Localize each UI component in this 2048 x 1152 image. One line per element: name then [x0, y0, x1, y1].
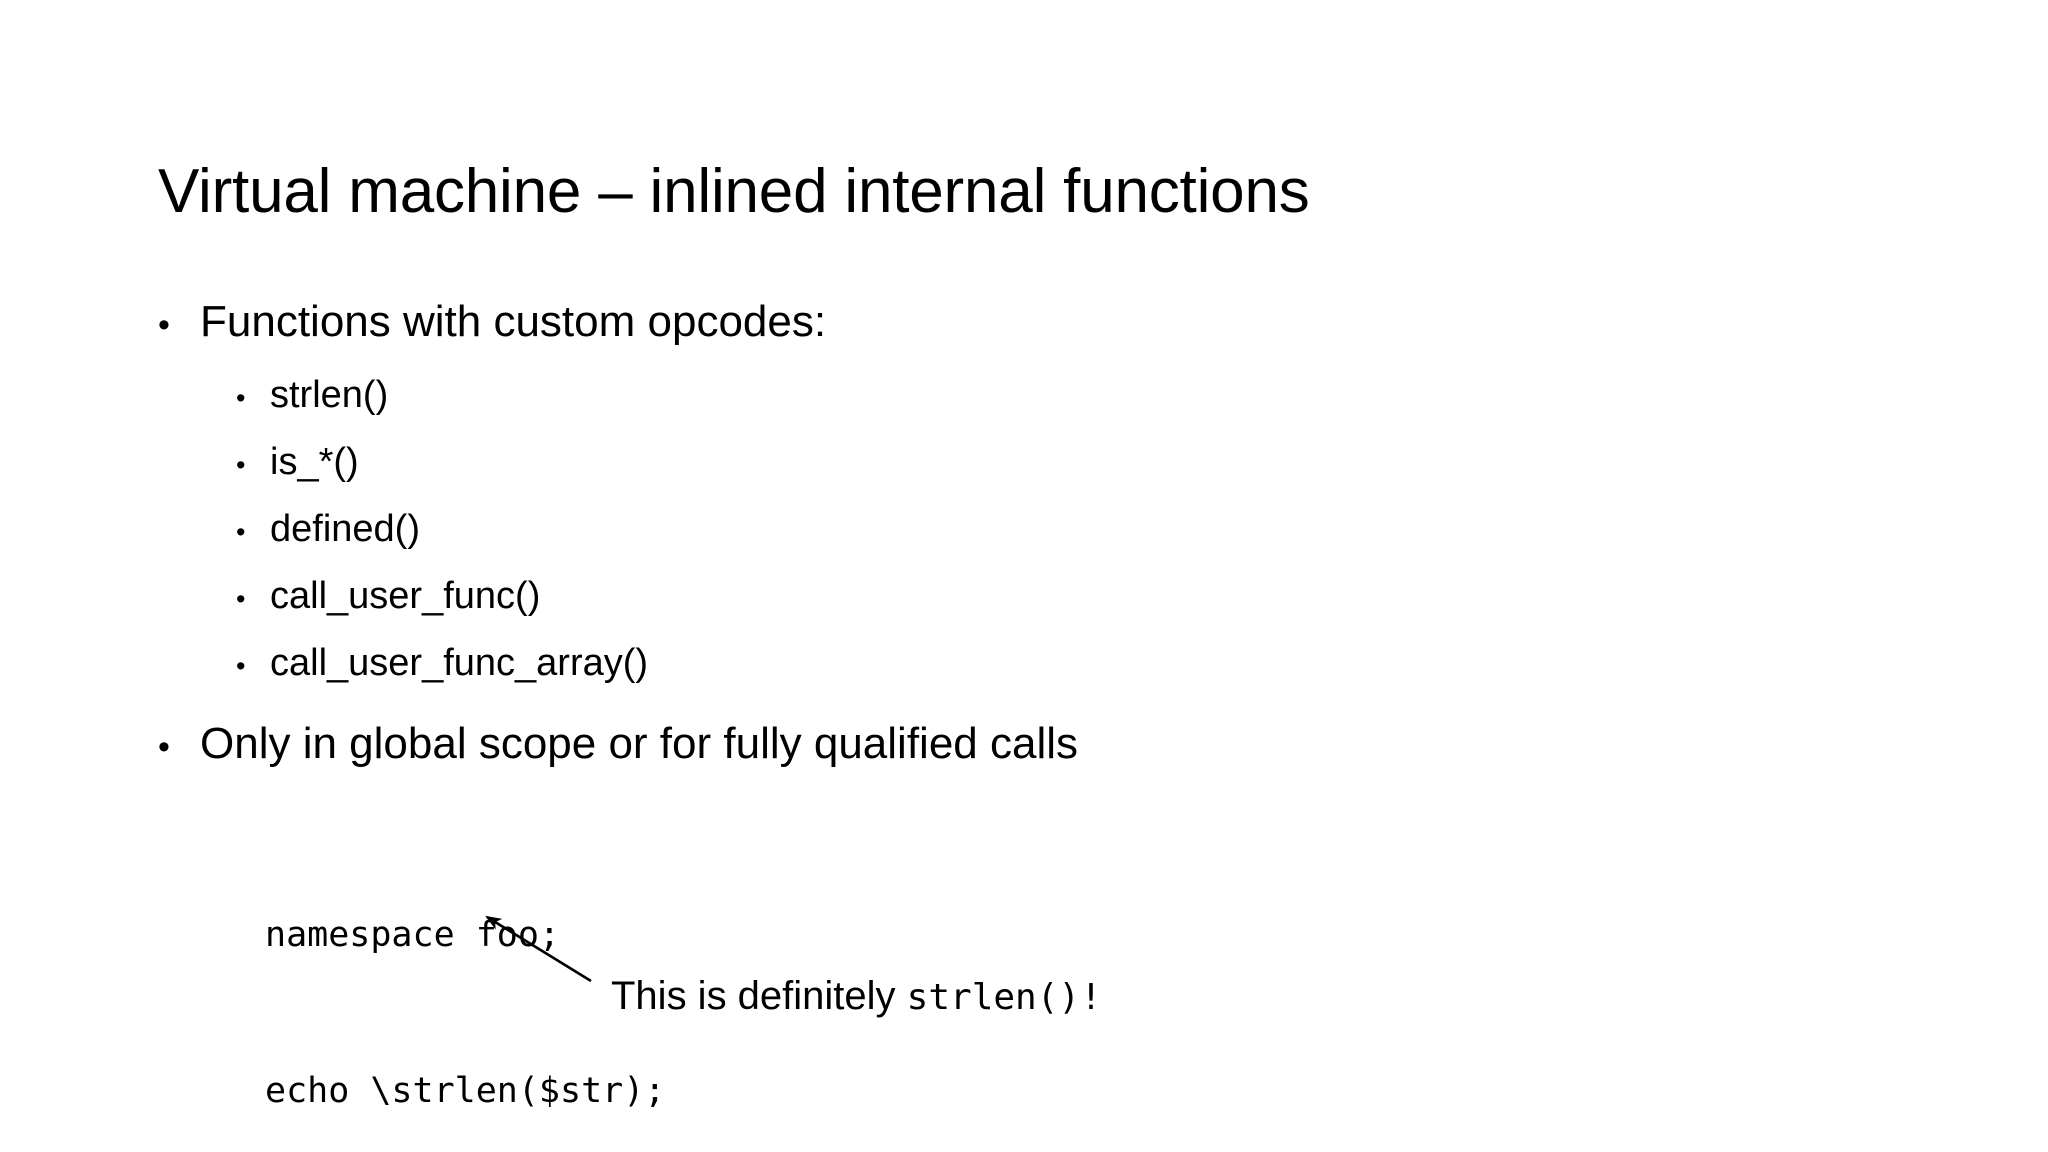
bullet-glyph-icon: • — [236, 651, 246, 681]
bullet-label: defined() — [270, 508, 420, 550]
bullet-glyph-icon: • — [236, 383, 246, 413]
bullet-item-level2: • call_user_func() — [236, 573, 540, 622]
code-sample: namespace foo; echo \strlen($str); — [265, 805, 665, 1152]
code-line: namespace foo; — [265, 915, 561, 955]
bullet-item-level1: • Only in global scope or for fully qual… — [158, 718, 1078, 773]
bullet-label: strlen() — [270, 374, 389, 416]
bullet-glyph-icon: • — [236, 450, 246, 480]
bullet-item-level2: • strlen() — [236, 372, 388, 421]
bullet-item-level2: • call_user_func_array() — [236, 640, 648, 689]
bullet-label: Only in global scope or for fully qualif… — [200, 719, 1079, 768]
callout-code: strlen() — [906, 977, 1081, 1018]
callout-prefix: This is definitely — [611, 974, 907, 1018]
bullet-glyph-icon: • — [236, 517, 246, 547]
callout-suffix: ! — [1080, 977, 1102, 1018]
bullet-label: is_*() — [270, 441, 359, 483]
bullet-item-level2: • is_*() — [236, 439, 359, 488]
bullet-label: call_user_func_array() — [270, 642, 649, 684]
bullet-label: call_user_func() — [270, 575, 541, 617]
callout-label: This is definitely strlen()! — [611, 972, 1102, 1022]
bullet-glyph-icon: • — [236, 584, 246, 614]
bullet-glyph-icon: • — [158, 306, 170, 344]
slide-title: Virtual machine – inlined internal funct… — [158, 156, 1310, 226]
bullet-label: Functions with custom opcodes: — [200, 297, 827, 346]
bullet-glyph-icon: • — [158, 728, 170, 766]
bullet-item-level1: • Functions with custom opcodes: — [158, 296, 826, 351]
bullet-item-level2: • defined() — [236, 506, 420, 555]
code-line: echo \strlen($str); — [265, 1071, 666, 1111]
